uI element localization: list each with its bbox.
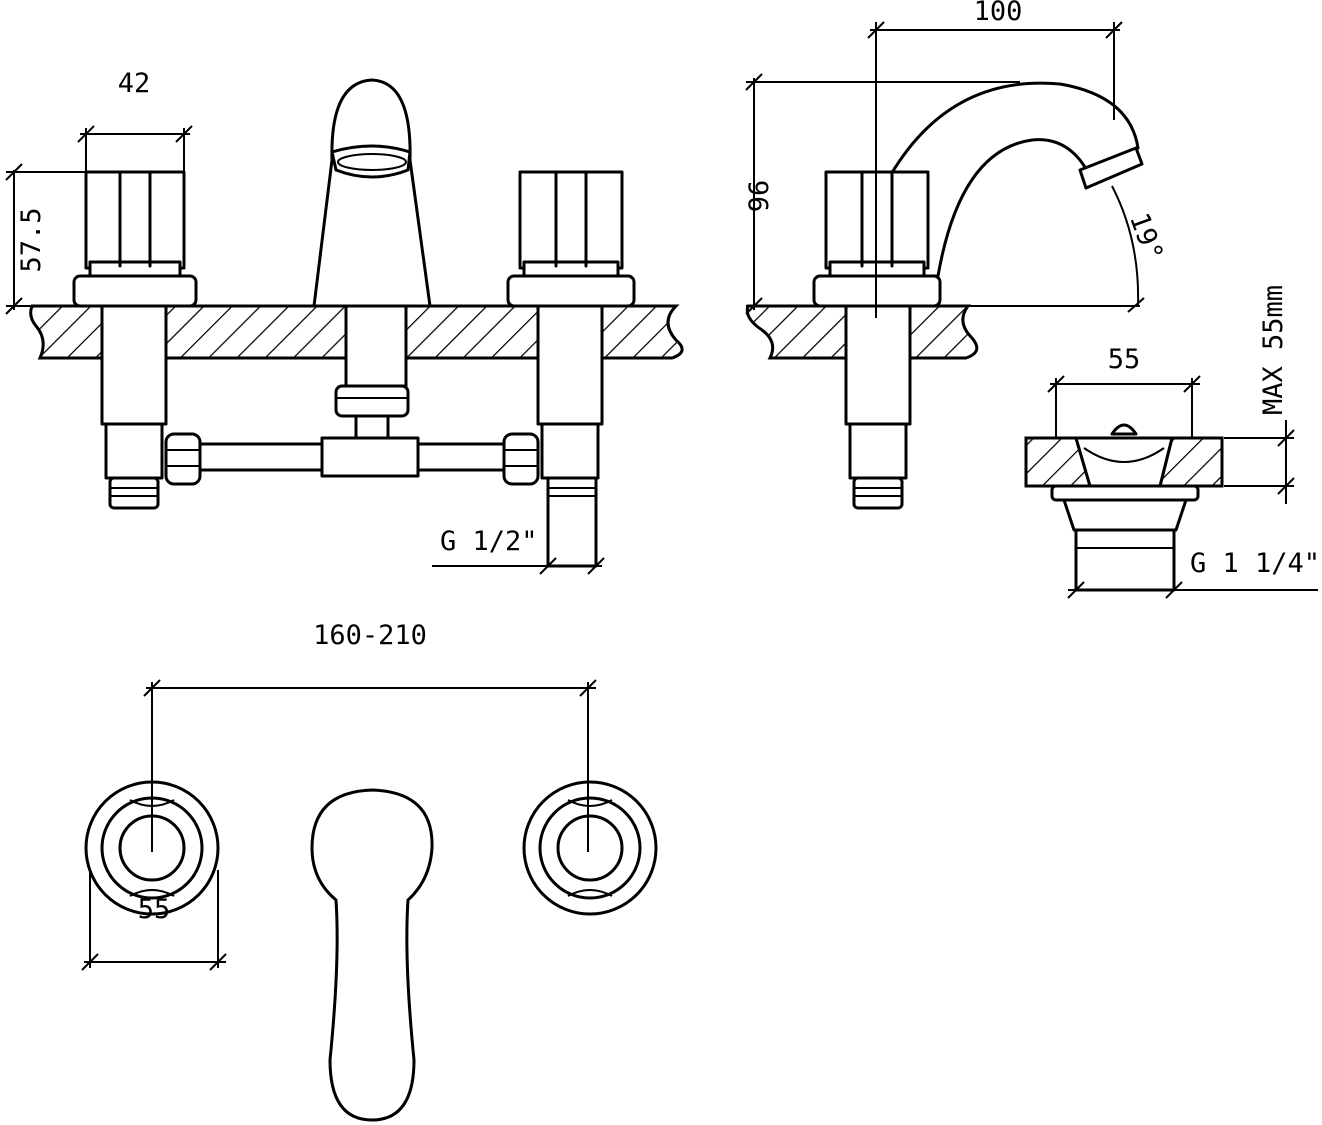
right-knob-base <box>506 274 636 308</box>
top-view <box>81 679 658 1122</box>
side-valve-lower <box>848 422 908 480</box>
spout-reach-label: 100 <box>974 0 1023 27</box>
knob-width-label: 42 <box>118 68 151 99</box>
waste-detail <box>1024 375 1318 599</box>
left-handle <box>84 170 186 270</box>
right-rosette <box>522 780 658 916</box>
tee-stem <box>354 414 390 440</box>
left-handle-collar <box>88 260 182 278</box>
waste-max-label: MAX 55mm <box>1258 285 1289 415</box>
spout-side-profile <box>888 81 1140 278</box>
waste-nut-top <box>1050 484 1200 502</box>
right-valve-body <box>536 304 604 426</box>
spout-top <box>310 788 434 1122</box>
right-handle <box>518 170 624 270</box>
left-valve-body <box>100 304 168 426</box>
left-rosette <box>84 780 220 916</box>
waste-thread-label: G 1 1/4" <box>1190 548 1320 579</box>
right-pipe-nut <box>502 432 540 486</box>
rosette-diameter-label: 55 <box>138 894 171 925</box>
aerator-ring <box>330 144 412 179</box>
knob-height-label: 57.5 <box>16 207 47 272</box>
spout-front <box>312 78 432 308</box>
spout-outlet <box>1078 146 1144 190</box>
side-view <box>745 21 1145 510</box>
side-inlet-connector <box>852 476 904 510</box>
right-valve-lower <box>540 422 600 480</box>
right-inlet-connector <box>546 476 598 568</box>
tee-fitting <box>320 436 420 478</box>
front-view <box>5 78 684 575</box>
right-handle-collar <box>522 260 620 278</box>
left-pipe-nut <box>164 432 202 486</box>
angle-label: 19° <box>1123 209 1169 265</box>
left-knob-base <box>72 274 198 308</box>
spout-shank <box>344 304 408 388</box>
side-valve-body <box>844 304 912 426</box>
waste-tail <box>1074 528 1176 592</box>
right-spindle <box>556 814 624 882</box>
spout-height-label: 96 <box>744 180 775 213</box>
waste-width-label: 55 <box>1108 344 1141 375</box>
spacing-label: 160-210 <box>313 620 427 651</box>
left-spindle <box>118 814 186 882</box>
spout-nut <box>334 384 410 418</box>
left-valve-lower <box>104 422 164 480</box>
inlet-thread-label: G 1/2" <box>440 526 538 557</box>
left-inlet-connector <box>108 476 160 510</box>
